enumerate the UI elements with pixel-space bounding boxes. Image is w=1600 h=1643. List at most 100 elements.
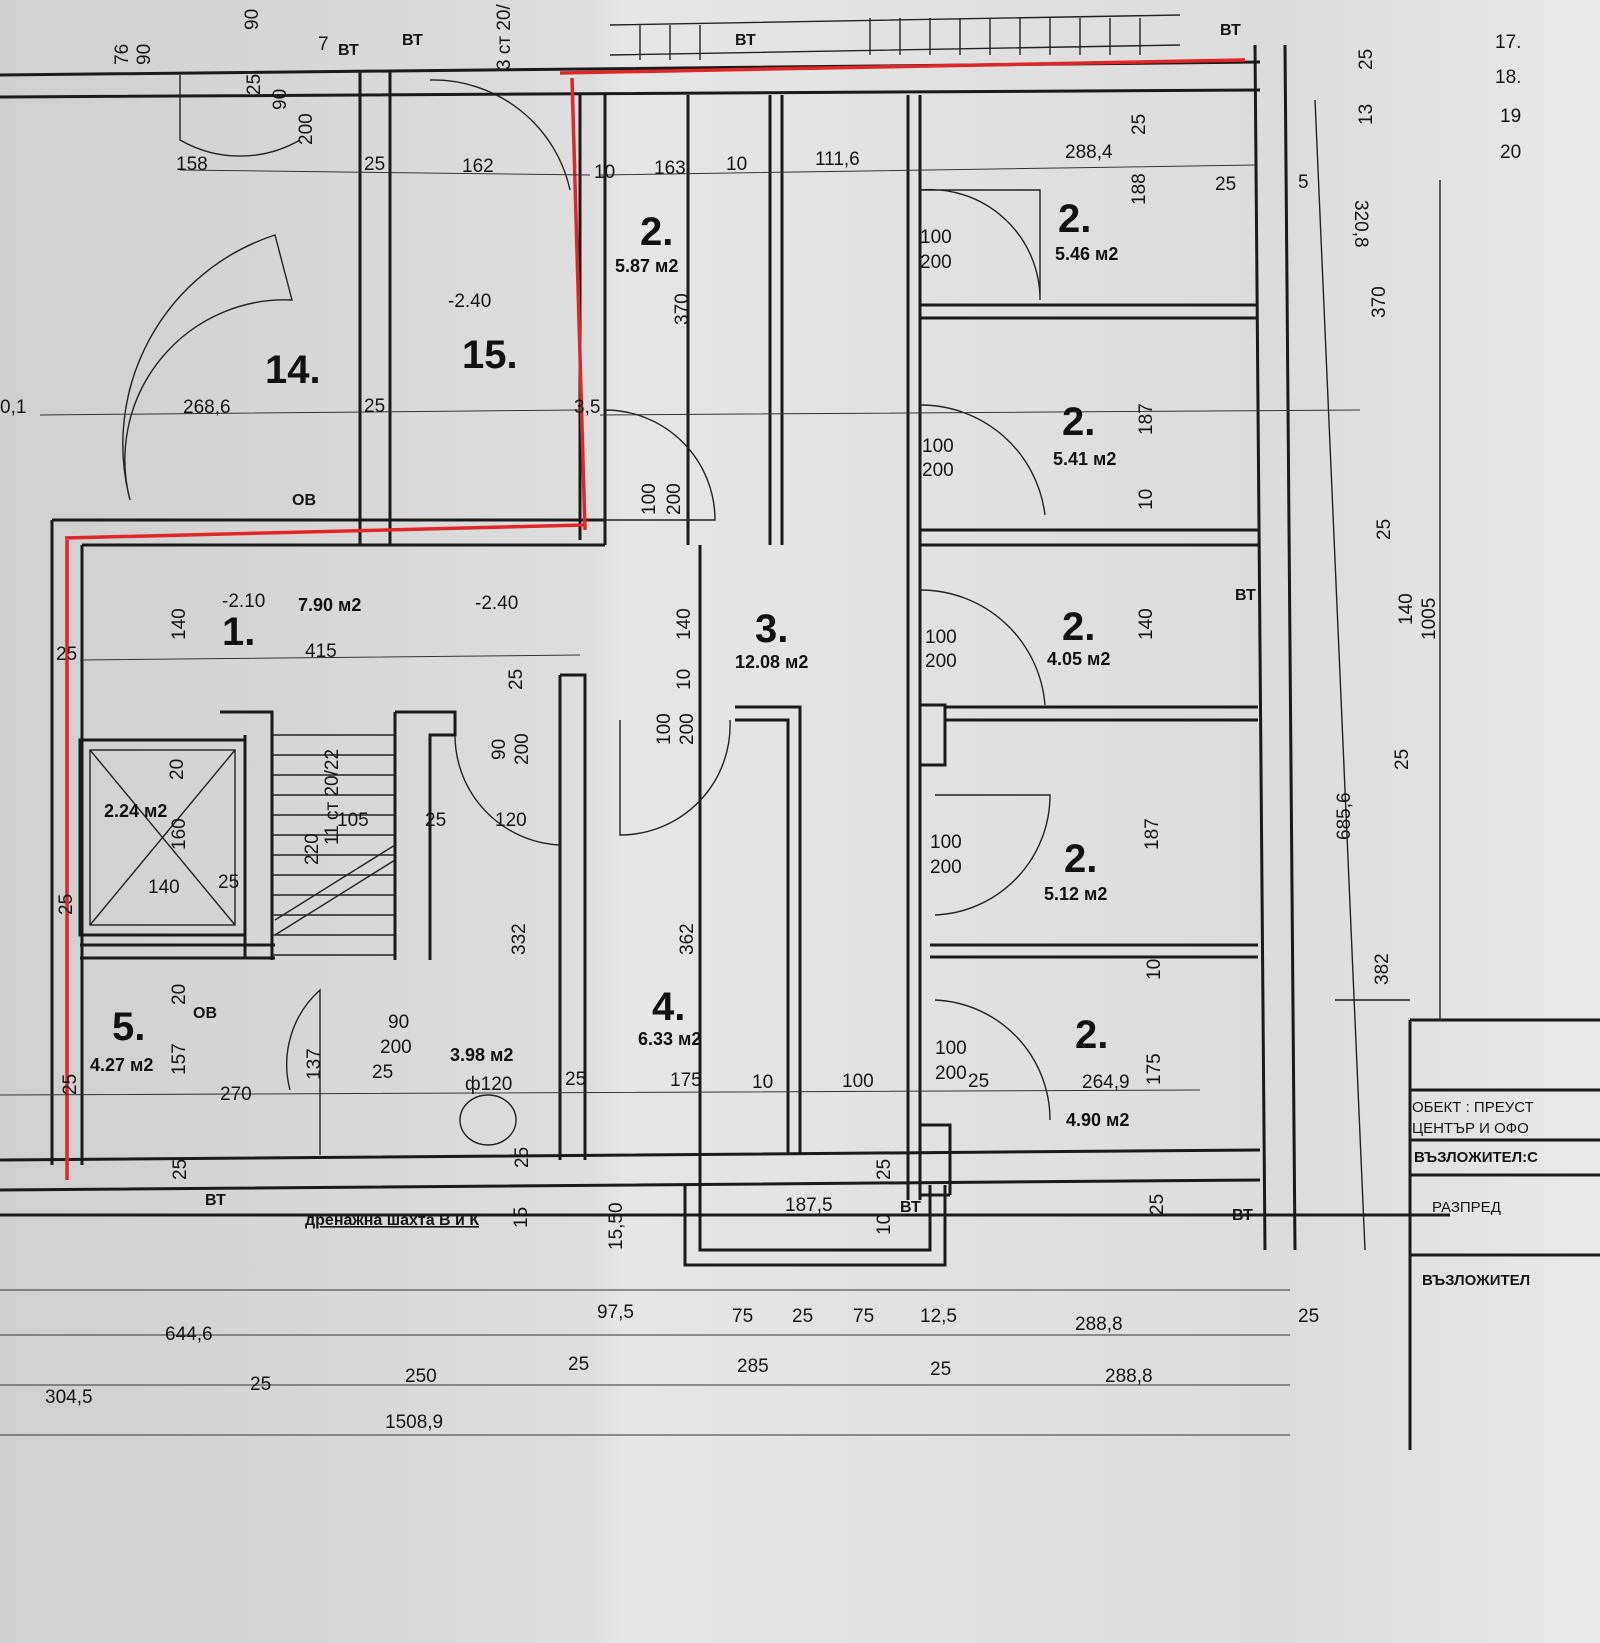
dimension: 25 xyxy=(874,1159,895,1180)
room-area: 6.33 м2 xyxy=(638,1029,701,1049)
dimension: 158 xyxy=(176,154,208,175)
dimension: 13 xyxy=(1356,104,1377,125)
room-number: 2. xyxy=(640,210,673,254)
level-mark: -2.40 xyxy=(475,593,518,614)
dimension: 200 xyxy=(512,733,533,765)
dimension: 200 xyxy=(920,252,952,273)
dimension: 140 xyxy=(1396,593,1417,625)
dimension: 415 xyxy=(305,641,337,662)
room-number: 1. xyxy=(222,610,255,654)
dimension: 200 xyxy=(677,713,698,745)
dimension: 25 xyxy=(425,810,446,831)
dimension: 105 xyxy=(337,810,369,831)
dimension: 332 xyxy=(509,923,530,955)
dimension: 15 xyxy=(511,1207,532,1228)
room-labels: 14. 15. 2. 5.87 м2 2. 5.46 м2 2. 5.41 м2… xyxy=(90,197,1129,1130)
dimension: 20 xyxy=(169,984,190,1005)
dimension: 90 xyxy=(242,9,263,30)
dimension: 111,6 xyxy=(815,149,860,170)
drainage-shaft-label: дренажна шахта В и К xyxy=(305,1212,479,1229)
dimension: 200 xyxy=(930,857,962,878)
dimension: 25 xyxy=(1298,1306,1319,1327)
dimension: 5 xyxy=(1298,172,1309,193)
dimension: 100 xyxy=(654,713,675,745)
dimension: 25 xyxy=(968,1071,989,1092)
stairs-label: 3 ст 20/ xyxy=(494,4,515,70)
dimension: 25 xyxy=(1215,174,1236,195)
dimension: 97,5 xyxy=(597,1302,634,1323)
sink-label: ф120 xyxy=(465,1074,512,1095)
room-area: 12.08 м2 xyxy=(735,652,808,672)
dimension: 175 xyxy=(1144,1053,1165,1085)
label-vt: ВТ xyxy=(402,32,423,49)
dimension: 25 xyxy=(1147,1194,1168,1215)
title-block-object: ОБЕКТ : ПРЕУСТ xyxy=(1412,1099,1534,1116)
dimension: 163 xyxy=(654,158,686,179)
room-number: 4. xyxy=(652,985,685,1029)
room-number: 2. xyxy=(1058,197,1091,241)
dimension-lines xyxy=(0,164,1361,1436)
room-area: 4.05 м2 xyxy=(1047,649,1110,669)
dimension: 25 xyxy=(1392,749,1413,770)
dimension: 200 xyxy=(380,1037,412,1058)
label-ob: ОВ xyxy=(292,492,316,509)
dimension: 25 xyxy=(568,1354,589,1375)
dimension: 1508,9 xyxy=(385,1412,443,1433)
dimension: 25 xyxy=(170,1159,191,1180)
title-block-client: ВЪЗЛОЖИТЕЛ:С xyxy=(1414,1149,1538,1166)
dimension: 25 xyxy=(364,396,385,417)
markup-red-lines xyxy=(64,58,1246,1180)
room-number: 2. xyxy=(1062,400,1095,444)
dimension: 137 xyxy=(304,1048,325,1080)
label-vt: ВТ xyxy=(1220,22,1241,39)
dimension: 187,5 xyxy=(785,1195,833,1216)
dimension: 75 xyxy=(732,1306,753,1327)
dimension: 382 xyxy=(1372,953,1393,985)
room-number: 2. xyxy=(1064,837,1097,881)
dimension: 160 xyxy=(169,818,190,850)
dimension: 187 xyxy=(1136,403,1157,435)
level-mark: -2.40 xyxy=(448,291,491,312)
dimension: 90 xyxy=(270,89,291,110)
dimension: 25 xyxy=(364,154,385,175)
room-number: 2. xyxy=(1062,605,1095,649)
room-area: 4.90 м2 xyxy=(1066,1110,1129,1130)
dimension: 100 xyxy=(925,627,957,648)
dimension: 25 xyxy=(512,1147,533,1168)
dimension: 25 xyxy=(792,1306,813,1327)
room-number: 2. xyxy=(1075,1013,1108,1057)
dimension: 370 xyxy=(1369,286,1390,318)
dimension: 7 xyxy=(318,34,329,55)
dimension: 288,8 xyxy=(1105,1366,1153,1387)
room-area: 3.98 м2 xyxy=(450,1045,513,1065)
dimension: 120 xyxy=(495,810,527,831)
dimension: 3,5 xyxy=(574,397,600,418)
dimension: 220 xyxy=(302,833,323,865)
dimension: 10 xyxy=(674,669,695,690)
title-block-drawing-title: РАЗПРЕД xyxy=(1432,1199,1501,1216)
dimension: 75 xyxy=(853,1306,874,1327)
room-area: 5.41 м2 xyxy=(1053,449,1116,469)
label-vt: ВТ xyxy=(1235,587,1256,604)
title-block: ОБЕКТ : ПРЕУСТ ЦЕНТЪР И ОФО ВЪЗЛОЖИТЕЛ:С… xyxy=(1412,1099,1538,1289)
dimensions: 158 25 162 10 163 10 111,6 288,4 25 188 … xyxy=(0,9,1440,1433)
dimension: 285 xyxy=(737,1356,769,1377)
dimension: 10 xyxy=(594,162,615,183)
dimension: 140 xyxy=(674,608,695,640)
label-vt: ВТ xyxy=(205,1192,226,1209)
dimension: 188 xyxy=(1129,173,1150,205)
dimension: 10 xyxy=(726,154,747,175)
dimension: 10 xyxy=(874,1214,895,1235)
dimension: 100 xyxy=(935,1038,967,1059)
dimension: 644,6 xyxy=(165,1324,213,1345)
label-vt: ВТ xyxy=(1232,1207,1253,1224)
dimension: 187 xyxy=(1142,818,1163,850)
dimension: 90 xyxy=(489,739,510,760)
dimension: 12,5 xyxy=(920,1306,957,1327)
dimension: 140 xyxy=(1136,608,1157,640)
room-area: 5.46 м2 xyxy=(1055,244,1118,264)
dimension: 10 xyxy=(1136,489,1157,510)
dimension: 288,8 xyxy=(1075,1314,1123,1335)
legend-numbers: 17. 18. 19 20 xyxy=(1495,32,1521,163)
